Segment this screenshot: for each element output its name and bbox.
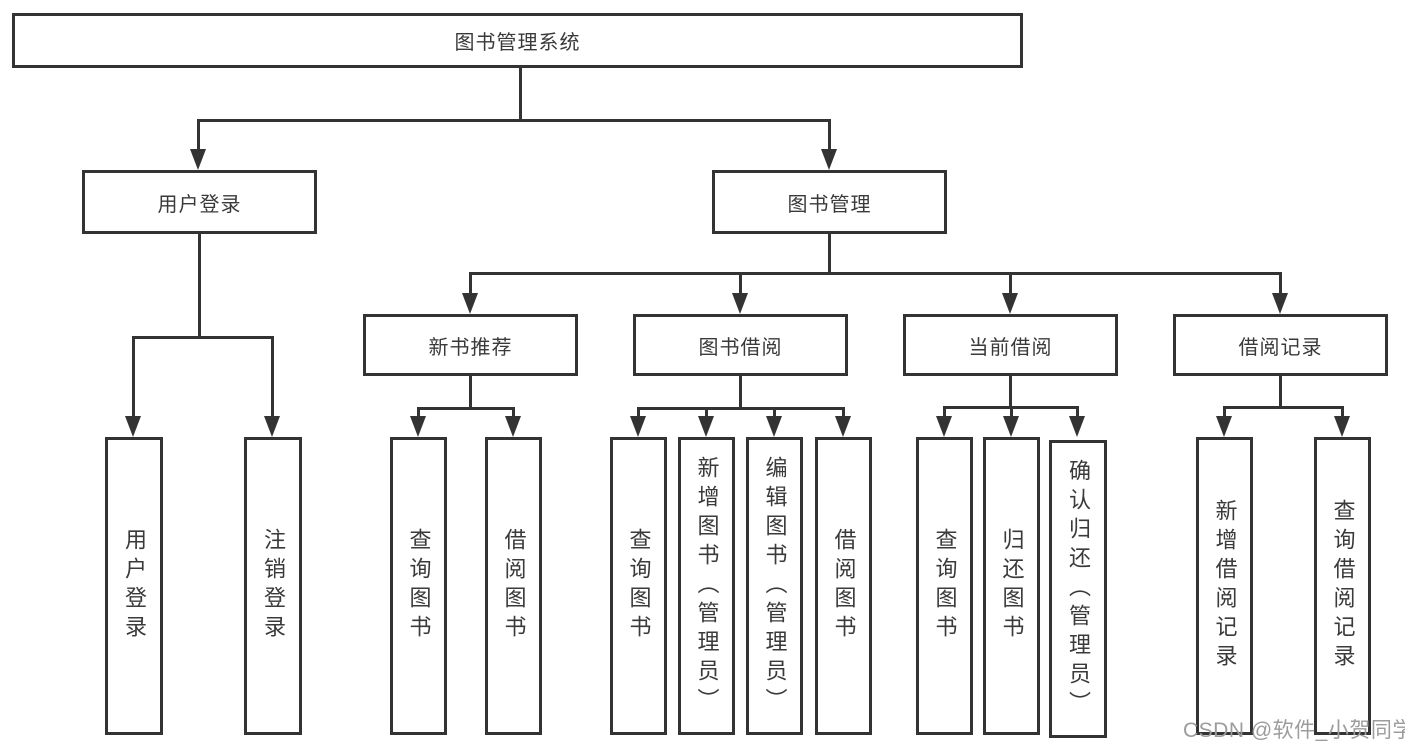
arrowhead-current-leaf-2 xyxy=(1003,416,1019,437)
connector-borrow-stem-1 xyxy=(637,407,640,419)
node-book-borrow: 图书借阅 xyxy=(633,314,848,376)
arrowhead-to-leaf-logout xyxy=(264,416,280,437)
leaf-current-query-books: 查询图书 xyxy=(916,437,973,735)
connector-userlogin-vline xyxy=(198,234,201,339)
connector-bookmgmt-stem-2 xyxy=(739,272,742,296)
connector-records-hline xyxy=(1223,406,1344,409)
connector-borrow-vline xyxy=(739,376,742,410)
arrowhead-newbook-leaf-1 xyxy=(410,416,426,437)
arrowhead-to-user-login xyxy=(190,149,206,170)
arrowhead-current-leaf-3 xyxy=(1069,416,1085,437)
arrowhead-to-leaf-user-login xyxy=(125,416,141,437)
node-borrow-records: 借阅记录 xyxy=(1173,314,1388,376)
node-user-login: 用户登录 xyxy=(82,170,317,234)
arrowhead-newbook-leaf-2 xyxy=(505,416,521,437)
arrowhead-current-leaf-1 xyxy=(936,416,952,437)
connector-current-vline xyxy=(1009,376,1012,409)
connector-newbook-stem-1 xyxy=(417,407,420,419)
connector-bookmgmt-vline xyxy=(828,234,831,275)
connector-borrow-stem-2 xyxy=(705,407,708,419)
connector-bookmgmt-hline xyxy=(469,272,1282,275)
leaf-records-add-record: 新增借阅记录 xyxy=(1196,437,1253,735)
leaf-user-login: 用户登录 xyxy=(105,437,163,735)
arrowhead-to-book-management xyxy=(821,149,837,170)
connector-current-stem-3 xyxy=(1076,406,1079,419)
leaf-current-return-books: 归还图书 xyxy=(983,437,1040,735)
arrowhead-borrow-leaf-1 xyxy=(630,416,646,437)
connector-newbook-vline xyxy=(469,376,472,410)
leaf-borrow-add-books-admin: 新增图书（管理员） xyxy=(678,437,735,735)
leaf-records-query-record: 查询借阅记录 xyxy=(1314,437,1371,735)
connector-borrow-hline xyxy=(637,407,845,410)
leaf-borrow-borrow-books: 借阅图书 xyxy=(815,437,872,735)
leaf-logout: 注销登录 xyxy=(244,437,302,735)
connector-bookmgmt-stem-4 xyxy=(1279,272,1282,296)
connector-root-stem-left xyxy=(197,119,200,152)
connector-root-hline xyxy=(197,119,831,122)
connector-root-vline xyxy=(519,68,522,122)
connector-newbook-hline xyxy=(417,407,515,410)
arrowhead-to-book-borrow xyxy=(732,293,748,314)
csdn-watermark: CSDN @软件_小贺同学 xyxy=(1183,719,1405,742)
connector-records-stem-1 xyxy=(1223,406,1226,419)
arrowhead-records-leaf-1 xyxy=(1216,416,1232,437)
leaf-borrow-edit-books-admin: 编辑图书（管理员） xyxy=(746,437,803,735)
leaf-newbook-borrow-books: 借阅图书 xyxy=(485,437,542,735)
arrowhead-to-new-book-recommend xyxy=(462,293,478,314)
connector-current-stem-1 xyxy=(943,406,946,419)
connector-records-vline xyxy=(1279,376,1282,409)
leaf-newbook-query-books: 查询图书 xyxy=(390,437,447,735)
leaf-borrow-query-books: 查询图书 xyxy=(610,437,667,735)
connector-newbook-stem-2 xyxy=(512,407,515,419)
connector-root-stem-right xyxy=(828,119,831,152)
leaf-current-confirm-return-admin: 确认归还（管理员） xyxy=(1049,440,1107,738)
connector-borrow-stem-4 xyxy=(842,407,845,419)
node-book-management-system: 图书管理系统 xyxy=(12,13,1023,68)
connector-records-stem-2 xyxy=(1341,406,1344,419)
connector-userlogin-hline xyxy=(132,336,274,339)
connector-userlogin-stem-left xyxy=(132,336,135,419)
arrowhead-records-leaf-2 xyxy=(1334,416,1350,437)
node-current-borrow: 当前借阅 xyxy=(903,314,1118,376)
connector-bookmgmt-stem-3 xyxy=(1009,272,1012,296)
arrowhead-to-current-borrow xyxy=(1002,293,1018,314)
arrowhead-borrow-leaf-2 xyxy=(698,416,714,437)
connector-bookmgmt-stem-1 xyxy=(469,272,472,296)
arrowhead-borrow-leaf-4 xyxy=(835,416,851,437)
node-book-management: 图书管理 xyxy=(712,170,947,234)
connector-userlogin-stem-right xyxy=(271,336,274,419)
arrowhead-to-borrow-records xyxy=(1272,293,1288,314)
connector-borrow-stem-3 xyxy=(773,407,776,419)
node-new-book-recommend: 新书推荐 xyxy=(363,314,578,376)
connector-current-stem-2 xyxy=(1010,406,1013,419)
arrowhead-borrow-leaf-3 xyxy=(766,416,782,437)
